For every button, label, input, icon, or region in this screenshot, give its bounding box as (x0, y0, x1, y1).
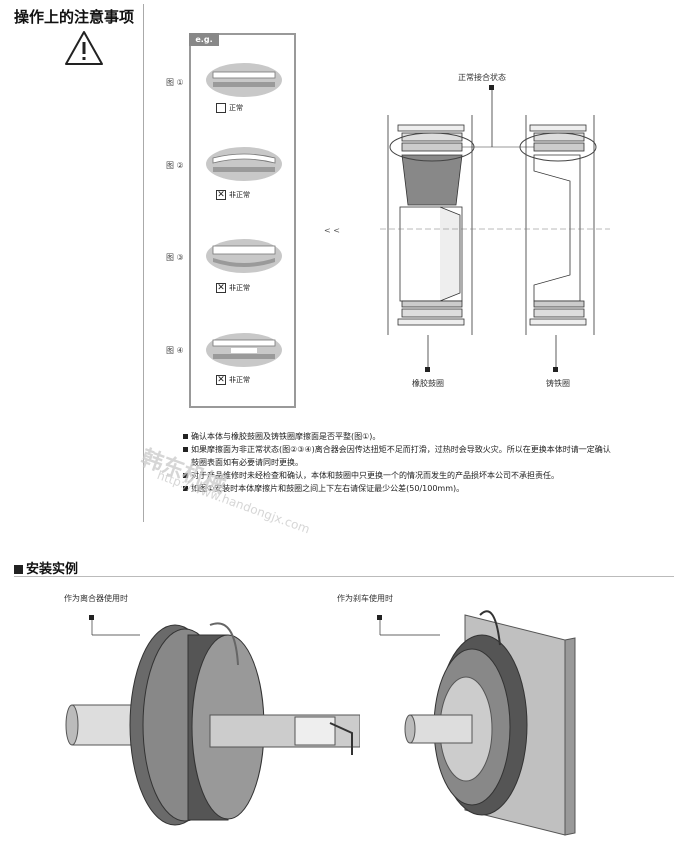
figure-label-3: 图 ③ (166, 253, 184, 262)
bullet-icon (183, 434, 188, 439)
note-item: 确认本体与橡胶鼓圈及铸铁圈摩擦面是否平整(图①)。 (183, 430, 678, 443)
note-item: 如图①安装时本体摩擦片和鼓圈之间上下左右请保证最少公差(50/100mm)。 (183, 482, 678, 495)
checkbox-icon: ✕ (216, 282, 226, 293)
checkbox-icon (216, 103, 226, 113)
figure-label-2: 图 ② (166, 161, 184, 170)
square-icon (14, 565, 23, 574)
figure-1-illustration (206, 63, 282, 97)
bullet-icon (183, 486, 188, 491)
clutch-caption: 作为离合器使用时 (64, 594, 128, 603)
normal-engagement-label: 正常接合状态 (458, 73, 506, 82)
page-title: 操作上的注意事项 (14, 8, 135, 26)
bullet-icon (183, 473, 188, 478)
status-label: 非正常 (229, 284, 250, 292)
figure-2-status: ✕ 非正常 (216, 190, 250, 200)
figure-1-status: 正常 (216, 103, 243, 113)
figure-4-illustration (206, 333, 282, 367)
warning-icon (65, 31, 103, 65)
note-item: 如果摩擦面为非正常状态(图②③④)离合器会因传达扭矩不足而打滑，过热时会导致火灾… (183, 443, 678, 456)
figure-2-illustration (206, 147, 282, 181)
figure-3-illustration (206, 239, 282, 273)
bullet-icon (183, 447, 188, 452)
figure-label-4: 图 ④ (166, 346, 184, 355)
notes-list: 确认本体与橡胶鼓圈及铸铁圈摩擦面是否平整(图①)。 如果摩擦面为非正常状态(图②… (183, 430, 678, 495)
checkbox-icon: ✕ (216, 189, 226, 200)
brake-caption: 作为刹车使用时 (337, 594, 393, 603)
install-section-title: 安装实例 (14, 558, 78, 577)
arrows-indicator: < < (324, 226, 340, 235)
divider (143, 4, 144, 522)
cast-iron-ring-label: 铸铁圈 (546, 379, 570, 388)
section-divider (14, 576, 674, 577)
figure-4-status: ✕ 非正常 (216, 375, 250, 385)
note-item: 对于产品维修时未经检查和确认，本体和鼓圈中只更换一个的情况而发生的产品损坏本公司… (183, 469, 678, 482)
clutch-installation-illustration (65, 615, 360, 826)
eg-badge: e.g. (189, 33, 219, 46)
rubber-drum-label: 橡胶鼓圈 (412, 379, 444, 388)
note-item: 鼓圈表面如有必要请同时更换。 (191, 458, 303, 467)
status-label: 正常 (229, 104, 243, 112)
checkbox-icon: ✕ (216, 374, 226, 385)
figure-3-status: ✕ 非正常 (216, 283, 250, 293)
brake-installation-illustration (377, 610, 576, 836)
cross-section-diagram (380, 85, 610, 372)
status-label: 非正常 (229, 191, 250, 199)
figure-label-1: 图 ① (166, 78, 184, 87)
status-label: 非正常 (229, 376, 250, 384)
